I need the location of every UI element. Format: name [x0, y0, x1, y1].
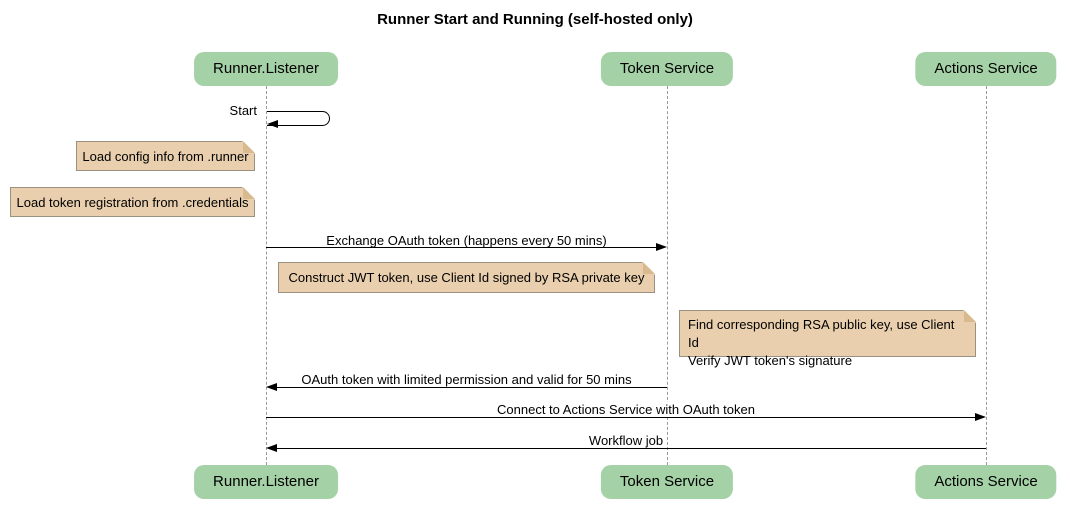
message-label-workflow-job: Workflow job — [266, 433, 986, 448]
note-load-token-registration: Load token registration from .credential… — [10, 187, 255, 217]
message-line-oauth-token-return — [272, 387, 667, 388]
participant-runner-listener-top: Runner.Listener — [194, 52, 338, 86]
self-loop-line — [267, 111, 330, 126]
note-load-config: Load config info from .runner — [76, 141, 255, 171]
participant-actions-service-top: Actions Service — [915, 52, 1057, 86]
lifeline-actions-service — [986, 86, 987, 465]
diagram-title: Runner Start and Running (self-hosted on… — [377, 11, 693, 28]
arrowhead-left-icon — [266, 444, 277, 452]
message-label-start: Start — [150, 103, 260, 118]
participant-token-service-bottom: Token Service — [600, 465, 734, 499]
arrowhead-left-icon — [266, 383, 277, 391]
note-construct-jwt: Construct JWT token, use Client Id signe… — [278, 262, 655, 293]
arrowhead-right-icon — [975, 413, 986, 421]
lifeline-runner-listener — [266, 86, 267, 465]
message-line-workflow-job — [272, 448, 986, 449]
arrowhead-right-icon — [656, 243, 667, 251]
participant-runner-listener-bottom: Runner.Listener — [194, 465, 338, 499]
participant-token-service-top: Token Service — [600, 52, 734, 86]
arrowhead-left-icon — [267, 120, 278, 128]
message-label-oauth-token-return: OAuth token with limited permission and … — [266, 372, 667, 387]
message-line-connect-actions — [266, 417, 980, 418]
message-line-exchange-oauth — [266, 247, 661, 248]
note-verify-jwt: Find corresponding RSA public key, use C… — [679, 310, 976, 368]
message-label-connect-actions: Connect to Actions Service with OAuth to… — [266, 402, 986, 417]
message-label-exchange-oauth: Exchange OAuth token (happens every 50 m… — [266, 233, 667, 248]
lifeline-token-service — [667, 86, 668, 465]
participant-actions-service-bottom: Actions Service — [915, 465, 1057, 499]
